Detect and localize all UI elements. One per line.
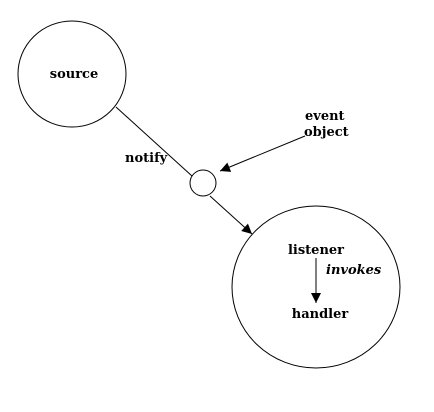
source-label: source xyxy=(50,67,98,82)
event-object-node xyxy=(189,169,217,197)
listener-label: listener xyxy=(288,243,344,258)
handler-label: handler xyxy=(292,307,349,322)
event-label-line2: object xyxy=(304,125,349,140)
notify-label: notify xyxy=(125,151,168,166)
notify-edge xyxy=(115,106,193,177)
event-object-arrow xyxy=(219,135,306,172)
source-node xyxy=(17,20,127,128)
dispatch-arrow xyxy=(209,195,253,235)
invokes-label: invokes xyxy=(326,263,382,278)
event-label-line1: event xyxy=(305,109,345,124)
